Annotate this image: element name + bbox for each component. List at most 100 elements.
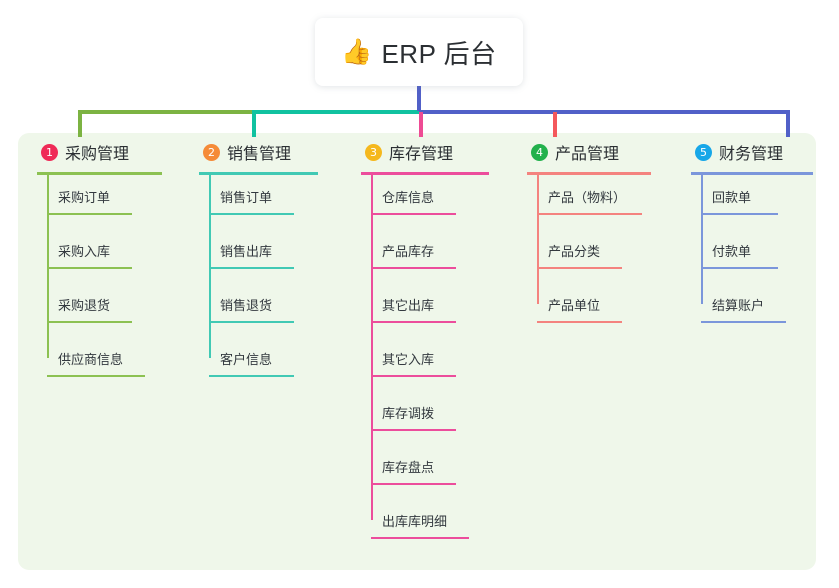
module-item-list: 产品（物料） 产品分类产品单位: [508, 175, 668, 337]
module-column-purchasing: 1 采购管理采购订单采购入库采购退货供应商信息: [18, 133, 178, 377]
module-item[interactable]: 采购订单: [18, 175, 178, 229]
module-item-rule: [371, 375, 456, 377]
root-node-title: ERP 后台: [381, 38, 497, 69]
module-item-rule: [371, 429, 456, 431]
module-trunk-line: [371, 172, 373, 520]
module-item-label: 供应商信息: [58, 352, 124, 367]
module-header-rule: [691, 172, 813, 175]
module-item-rule: [537, 321, 622, 323]
module-item-label: 采购退货: [58, 298, 111, 313]
module-title: 采购管理: [65, 146, 130, 163]
module-item[interactable]: 销售订单: [180, 175, 340, 229]
module-item[interactable]: 仓库信息: [342, 175, 502, 229]
module-item-rule: [371, 267, 456, 269]
module-item-label: 采购入库: [58, 244, 111, 259]
module-number-badge: 3: [365, 143, 382, 161]
module-item-rule: [371, 321, 456, 323]
module-item-label: 仓库信息: [382, 190, 435, 205]
module-item-label: 库存盘点: [382, 460, 435, 475]
module-item-rule: [209, 267, 294, 269]
module-header-product[interactable]: 4 产品管理: [508, 133, 668, 171]
module-item[interactable]: 付款单: [672, 229, 832, 283]
module-item-rule: [209, 321, 294, 323]
module-item-list: 采购订单采购入库采购退货供应商信息: [18, 175, 178, 391]
module-item-list: 销售订单销售出库销售退货客户信息: [180, 175, 340, 391]
module-item-list: 回款单付款单结算账户: [672, 175, 832, 337]
module-item-label: 出库库明细: [382, 514, 448, 529]
module-header-rule: [361, 172, 489, 175]
module-item-rule: [371, 213, 456, 215]
module-item-label: 库存调拨: [382, 406, 435, 421]
bus-segment-teal: [252, 110, 419, 114]
module-number-badge: 1: [41, 143, 58, 161]
module-item-rule: [47, 375, 145, 377]
module-item-label: 产品单位: [548, 298, 601, 313]
module-item-label: 其它出库: [382, 298, 435, 313]
module-item-label: 销售退货: [220, 298, 273, 313]
module-item-rule: [701, 213, 778, 215]
module-item-list: 仓库信息产品库存其它出库其它入库库存调拨库存盘点出库库明细: [342, 175, 502, 553]
module-item-rule: [537, 213, 642, 215]
module-item[interactable]: 回款单: [672, 175, 832, 229]
module-number-badge: 4: [531, 143, 548, 161]
module-item[interactable]: 产品库存: [342, 229, 502, 283]
module-header-rule: [37, 172, 162, 175]
module-item[interactable]: 产品（物料）: [508, 175, 668, 229]
module-item[interactable]: 库存调拨: [342, 391, 502, 445]
module-item[interactable]: 供应商信息: [18, 337, 178, 391]
module-column-inventory: 3 库存管理仓库信息产品库存其它出库其它入库库存调拨库存盘点出库库明细: [342, 133, 502, 539]
module-item-rule: [537, 267, 622, 269]
root-node-card[interactable]: 👍 ERP 后台: [315, 18, 523, 86]
module-item-label: 付款单: [712, 244, 752, 259]
module-item-label: 其它入库: [382, 352, 435, 367]
module-item[interactable]: 客户信息: [180, 337, 340, 391]
module-item[interactable]: 采购退货: [18, 283, 178, 337]
module-number-badge: 2: [203, 143, 220, 161]
module-item-rule: [371, 537, 469, 539]
module-item[interactable]: 库存盘点: [342, 445, 502, 499]
module-title: 产品管理: [555, 146, 620, 163]
module-item[interactable]: 销售出库: [180, 229, 340, 283]
module-item-label: 客户信息: [220, 352, 273, 367]
drop-column-1: [78, 112, 82, 137]
module-item-rule: [701, 321, 786, 323]
module-item-label: 产品分类: [548, 244, 601, 259]
module-title: 财务管理: [719, 146, 784, 163]
module-title: 销售管理: [227, 146, 292, 163]
root-connector-stem: [417, 86, 421, 111]
module-trunk-line: [209, 172, 211, 358]
thumbs-up-icon: 👍: [341, 37, 373, 66]
module-item-rule: [209, 213, 294, 215]
module-columns: 1 采购管理采购订单采购入库采购退货供应商信息 2 销售管理销售订单销售出库销售退货客…: [18, 133, 816, 570]
module-item[interactable]: 结算账户: [672, 283, 832, 337]
module-item-label: 销售订单: [220, 190, 273, 205]
module-item[interactable]: 其它入库: [342, 337, 502, 391]
module-trunk-line: [701, 172, 703, 304]
module-header-inventory[interactable]: 3 库存管理: [342, 133, 502, 171]
module-item-rule: [47, 213, 132, 215]
module-item-rule: [47, 321, 132, 323]
module-item-rule: [209, 375, 294, 377]
module-header-purchasing[interactable]: 1 采购管理: [18, 133, 178, 171]
drop-column-5: [786, 112, 790, 137]
module-title: 库存管理: [389, 146, 454, 163]
module-item-label: 产品库存: [382, 244, 435, 259]
module-item[interactable]: 产品分类: [508, 229, 668, 283]
module-item[interactable]: 采购入库: [18, 229, 178, 283]
module-item[interactable]: 出库库明细: [342, 499, 502, 553]
drop-column-2: [252, 112, 256, 137]
module-trunk-line: [47, 172, 49, 358]
module-item-label: 采购订单: [58, 190, 111, 205]
module-header-rule: [199, 172, 318, 175]
module-item[interactable]: 其它出库: [342, 283, 502, 337]
module-header-sales[interactable]: 2 销售管理: [180, 133, 340, 171]
bus-segment-blue: [419, 110, 790, 114]
module-item[interactable]: 销售退货: [180, 283, 340, 337]
bus-segment-green: [78, 110, 252, 114]
module-item[interactable]: 产品单位: [508, 283, 668, 337]
drop-column-4: [553, 112, 557, 137]
module-item-rule: [701, 267, 778, 269]
module-item-label: 产品（物料）: [548, 190, 627, 205]
